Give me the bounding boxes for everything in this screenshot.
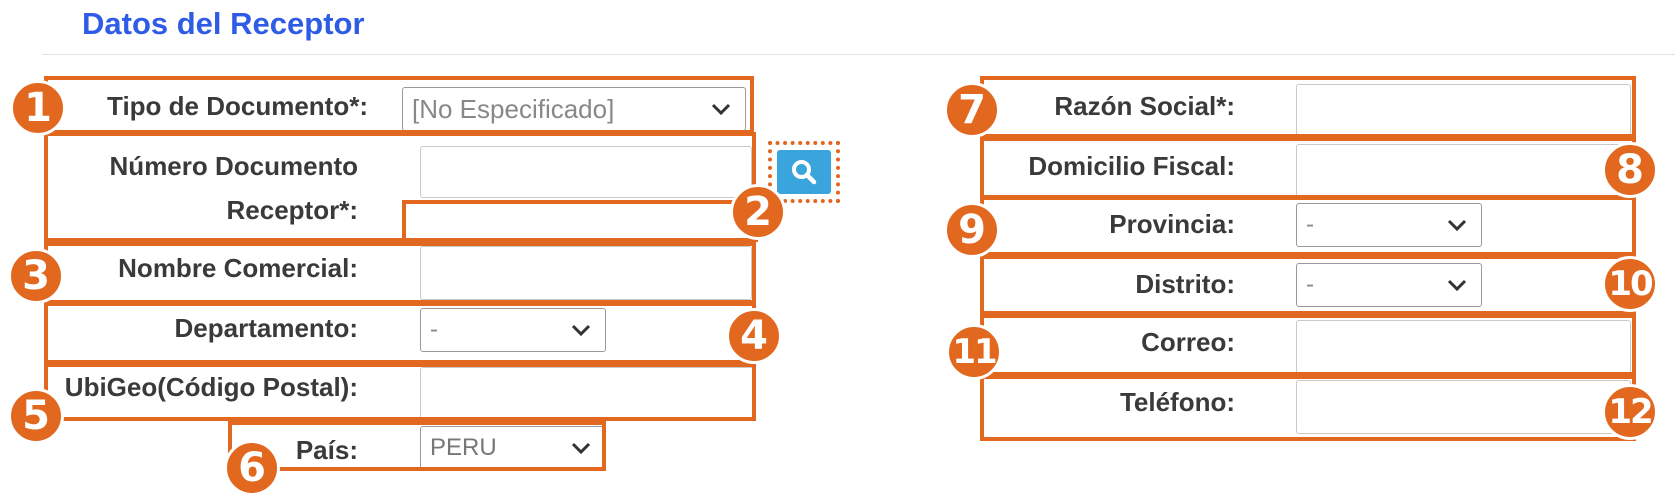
razon-social-label: Razón Social*:	[1054, 91, 1235, 121]
tipo-documento-select[interactable]: [No Especificado]	[402, 87, 746, 131]
departamento-value: -	[430, 316, 438, 343]
annotation-box-4	[44, 302, 756, 364]
provincia-select[interactable]: -	[1296, 203, 1482, 247]
nombre-comercial-input[interactable]	[420, 246, 752, 300]
telefono-input[interactable]	[1296, 380, 1631, 434]
annotation-badge-6: 6	[224, 440, 280, 496]
pais-value: PERU	[430, 434, 497, 461]
annotation-box-11	[980, 314, 1636, 376]
annotation-box-5	[44, 363, 756, 421]
search-button-highlight	[768, 141, 840, 203]
annotation-badge-1: 1	[10, 80, 66, 136]
chevron-down-icon	[1447, 219, 1467, 232]
departamento-label: Departamento:	[174, 313, 358, 343]
chevron-down-icon	[711, 103, 731, 116]
tipo-documento-value: [No Especificado]	[412, 93, 615, 124]
section-divider	[42, 54, 1675, 55]
annotation-box-9	[980, 196, 1636, 256]
annotation-box-3	[44, 242, 756, 304]
telefono-label: Teléfono:	[1119, 387, 1235, 417]
domicilio-fiscal-label: Domicilio Fiscal:	[1028, 151, 1235, 181]
tipo-documento-label: Tipo de Documento*:	[107, 91, 368, 121]
correo-label: Correo:	[1141, 327, 1235, 357]
distrito-select[interactable]: -	[1296, 263, 1482, 307]
annotation-badge-4: 4	[726, 308, 782, 364]
chevron-down-icon	[571, 442, 591, 455]
pais-select[interactable]: PERU	[420, 426, 606, 470]
pais-label: País:	[295, 435, 358, 465]
numero-documento-label-line2: Receptor*:	[226, 195, 358, 225]
correo-input[interactable]	[1296, 320, 1631, 374]
annotation-box-7	[980, 76, 1636, 138]
chevron-down-icon	[1447, 279, 1467, 292]
ubigeo-label: UbiGeo(Código Postal):	[64, 372, 358, 402]
razon-social-input[interactable]	[1296, 84, 1631, 138]
annotation-badge-11: 11	[946, 324, 1002, 380]
search-button[interactable]	[777, 150, 831, 194]
annotation-badge-2: 2	[730, 184, 786, 240]
ubigeo-input[interactable]	[420, 367, 756, 421]
annotation-box-10	[980, 255, 1636, 315]
section-title: Datos del Receptor	[82, 6, 365, 41]
numero-documento-input[interactable]	[420, 146, 752, 198]
annotation-box-12	[980, 375, 1636, 441]
annotation-badge-8: 8	[1602, 142, 1658, 198]
nombre-comercial-label: Nombre Comercial:	[118, 253, 358, 283]
provincia-label: Provincia:	[1109, 209, 1235, 239]
annotation-badge-9: 9	[944, 202, 1000, 258]
distrito-value: -	[1306, 271, 1314, 298]
annotation-badge-10: 10	[1602, 256, 1658, 312]
annotation-box-2-notch	[402, 200, 758, 242]
annotation-badge-5: 5	[8, 388, 64, 444]
distrito-label: Distrito:	[1135, 269, 1235, 299]
annotation-box-8	[980, 137, 1636, 199]
annotation-badge-12: 12	[1602, 384, 1658, 440]
numero-documento-label-line1: Número Documento	[109, 151, 358, 181]
departamento-select[interactable]: -	[420, 308, 606, 352]
annotation-box-1	[44, 76, 754, 134]
chevron-down-icon	[571, 324, 591, 337]
annotation-badge-3: 3	[8, 248, 64, 304]
provincia-value: -	[1306, 211, 1314, 238]
search-icon	[792, 160, 817, 185]
annotation-box-6	[228, 421, 606, 471]
annotation-badge-7: 7	[944, 82, 1000, 138]
